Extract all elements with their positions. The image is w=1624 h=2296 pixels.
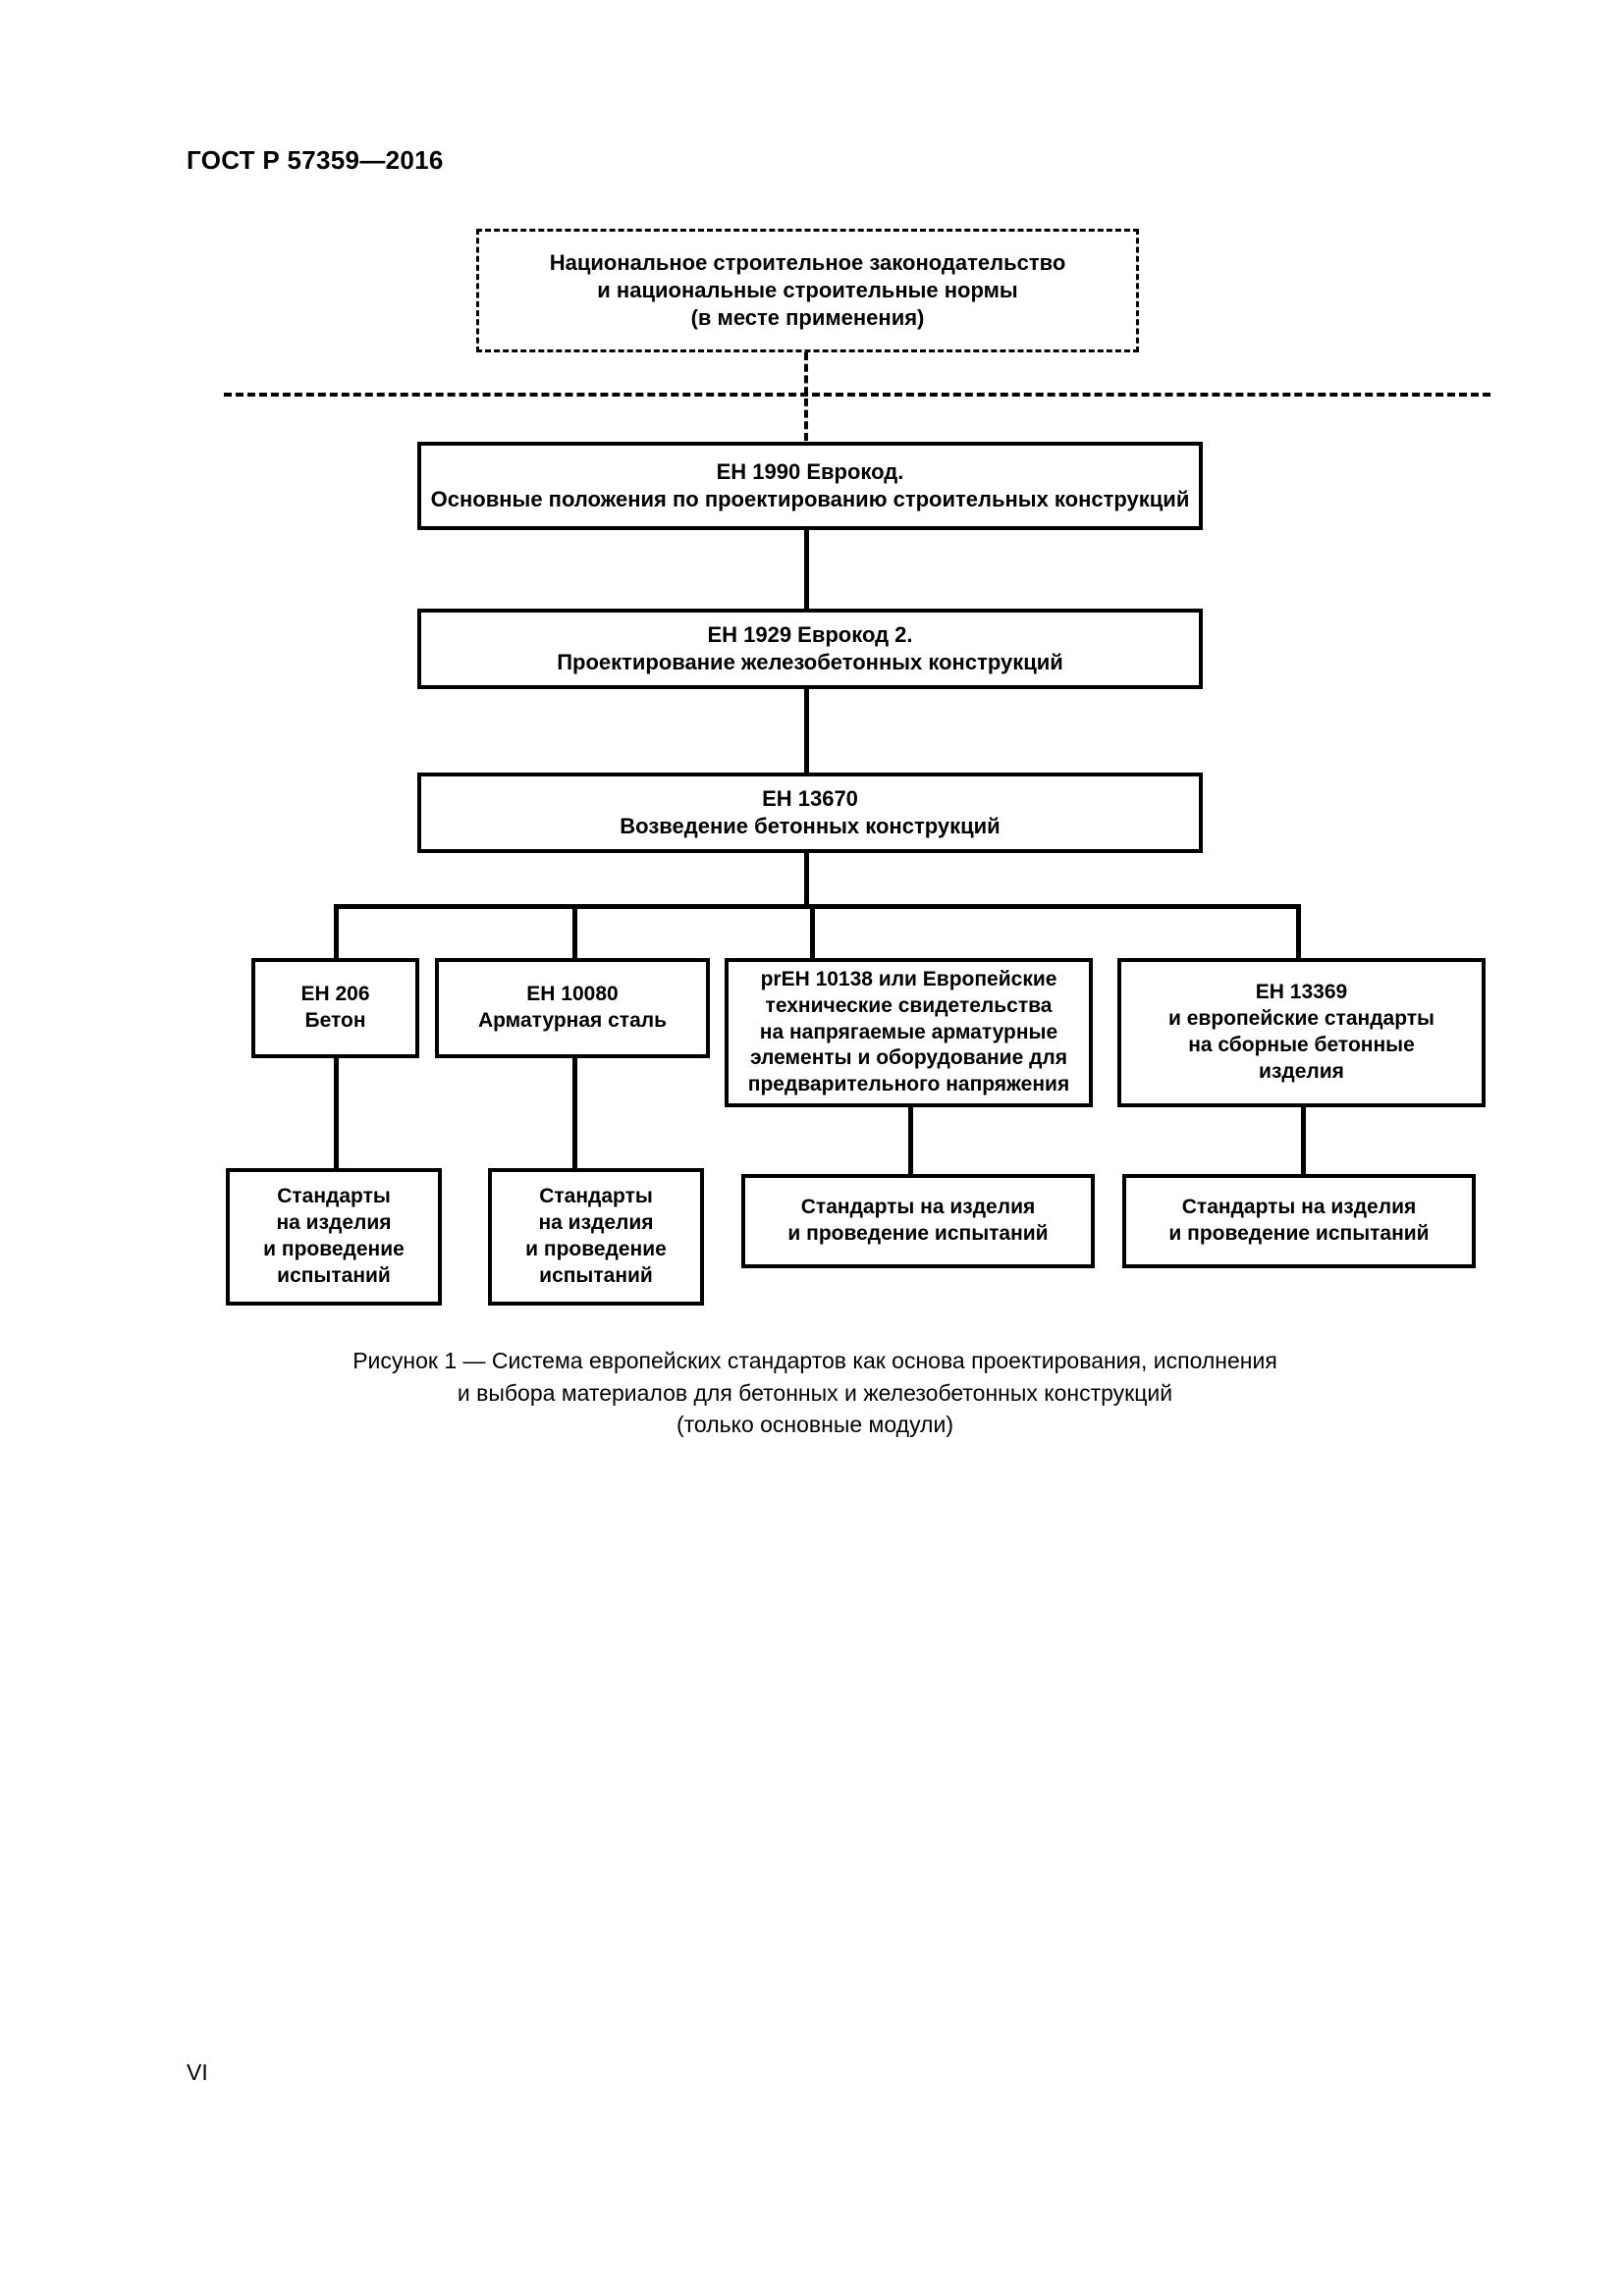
node-standards-en13369-label: Стандарты на изделия и проведение испыта… — [1168, 1196, 1430, 1245]
connector-drop-pren10138 — [810, 904, 815, 958]
node-standards-en206: Стандарты на изделия и проведение испыта… — [226, 1168, 442, 1306]
node-en-13670: ЕН 13670 Возведение бетонных конструкций — [417, 773, 1203, 853]
node-en-10080-label: ЕН 10080 Арматурная сталь — [477, 983, 668, 1032]
node-en-13670-label: ЕН 13670 Возведение бетонных конструкций — [620, 785, 1001, 838]
connector-drop-en206 — [334, 904, 339, 958]
node-en-1929-label: ЕН 1929 Еврокод 2. Проектирование железо… — [557, 621, 1063, 674]
connector-pren10138-to-standards — [908, 1107, 913, 1174]
connector-en1929-to-en13670 — [804, 689, 809, 773]
node-en-13369: ЕН 13369 и европейские стандарты на сбор… — [1117, 958, 1486, 1107]
node-standards-en206-label: Стандарты на изделия и проведение испыта… — [263, 1185, 405, 1287]
node-national-legislation: Национальное строительное законодательст… — [476, 229, 1139, 352]
node-en-1929: ЕН 1929 Еврокод 2. Проектирование железо… — [417, 609, 1203, 689]
connector-drop-en13369 — [1296, 904, 1301, 958]
node-en-13369-label: ЕН 13369 и европейские стандарты на сбор… — [1168, 981, 1435, 1083]
node-en-1990-label: ЕН 1990 Еврокод. Основные положения по п… — [430, 458, 1190, 511]
node-en-206: ЕН 206 Бетон — [251, 958, 419, 1058]
connector-en10080-to-standards — [572, 1058, 577, 1168]
node-standards-en10080: Стандарты на изделия и проведение испыта… — [488, 1168, 704, 1306]
node-standards-en10080-label: Стандарты на изделия и проведение испыта… — [525, 1185, 667, 1287]
node-en-1990: ЕН 1990 Еврокод. Основные положения по п… — [417, 442, 1203, 530]
node-standards-pren10138: Стандарты на изделия и проведение испыта… — [741, 1174, 1095, 1268]
separator-dashed-horizontal — [224, 393, 1490, 397]
connector-en13369-to-standards — [1301, 1107, 1306, 1174]
page-number: VI — [187, 2059, 208, 2085]
connector-dashed-vertical — [804, 352, 808, 441]
node-standards-pren10138-label: Стандарты на изделия и проведение испыта… — [787, 1196, 1049, 1245]
connector-distribution-bar — [334, 904, 1301, 909]
node-en-10080: ЕН 10080 Арматурная сталь — [435, 958, 710, 1058]
connector-en1990-to-en1929 — [804, 530, 809, 609]
connector-drop-en10080 — [572, 904, 577, 958]
node-en-206-label: ЕН 206 Бетон — [300, 983, 370, 1032]
document-header: ГОСТ Р 57359—2016 — [187, 145, 444, 175]
connector-en13670-stem — [804, 853, 809, 908]
node-standards-en13369: Стандарты на изделия и проведение испыта… — [1122, 1174, 1476, 1268]
node-national-legislation-label: Национальное строительное законодательст… — [549, 249, 1066, 331]
connector-en206-to-standards — [334, 1058, 339, 1168]
node-pren-10138: prEH 10138 или Европейские технические с… — [725, 958, 1093, 1107]
node-pren-10138-label: prEH 10138 или Европейские технические с… — [747, 967, 1070, 1096]
figure-caption: Рисунок 1 — Система европейских стандарт… — [352, 1348, 1277, 1438]
